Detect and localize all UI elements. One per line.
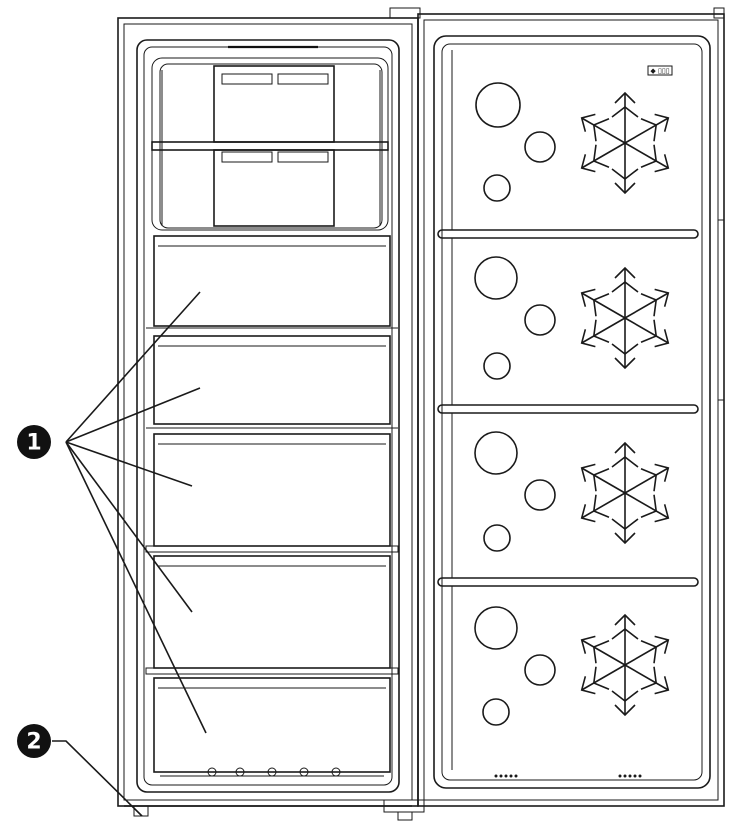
- door-panel-2: [474, 256, 675, 380]
- circle-icon: [524, 304, 556, 336]
- drawer-1: [146, 235, 398, 329]
- drawer-2: [146, 335, 398, 429]
- leader-lines-1: [65, 291, 207, 734]
- snowflake-icon: [575, 443, 675, 543]
- circle-icon: [524, 654, 556, 686]
- drawer-5: [153, 677, 391, 773]
- snowflake-icon: [575, 268, 675, 368]
- freezer-drawers: [145, 235, 399, 777]
- freezer-cabinet: [117, 17, 425, 821]
- circle-icon: [482, 698, 510, 726]
- callout-2-label: 2: [26, 730, 41, 755]
- door-rails: [437, 50, 699, 770]
- callout-1-label: 1: [26, 431, 41, 456]
- circle-icon: [474, 256, 518, 300]
- floor-vent: [160, 767, 384, 777]
- door-panel-1: [475, 82, 675, 202]
- drawer-4: [145, 555, 399, 675]
- circle-icon: [524, 479, 556, 511]
- circle-icon: [474, 431, 518, 475]
- door-badge: ◆ ▯▯▯: [647, 65, 673, 76]
- circle-icon: [483, 524, 511, 552]
- circle-icon: [524, 131, 556, 163]
- snowflake-icon: [575, 93, 675, 193]
- leader-line-2: [52, 740, 143, 817]
- upper-compartment: [151, 57, 389, 231]
- door-panel-4: [474, 606, 675, 726]
- circle-icon: [475, 82, 521, 128]
- drawer-3: [145, 433, 399, 553]
- callout-1: 1: [17, 425, 51, 459]
- freezer-door: [389, 7, 725, 807]
- circle-icon: [474, 606, 518, 650]
- door-badge-text: ◆ ▯▯▯: [650, 67, 669, 75]
- callout-2: 2: [17, 724, 51, 758]
- door-panel-3: [474, 431, 675, 552]
- door-vent-dots: [494, 774, 642, 778]
- snowflake-icon: [575, 615, 675, 715]
- circle-icon: [483, 174, 511, 202]
- circle-icon: [483, 352, 511, 380]
